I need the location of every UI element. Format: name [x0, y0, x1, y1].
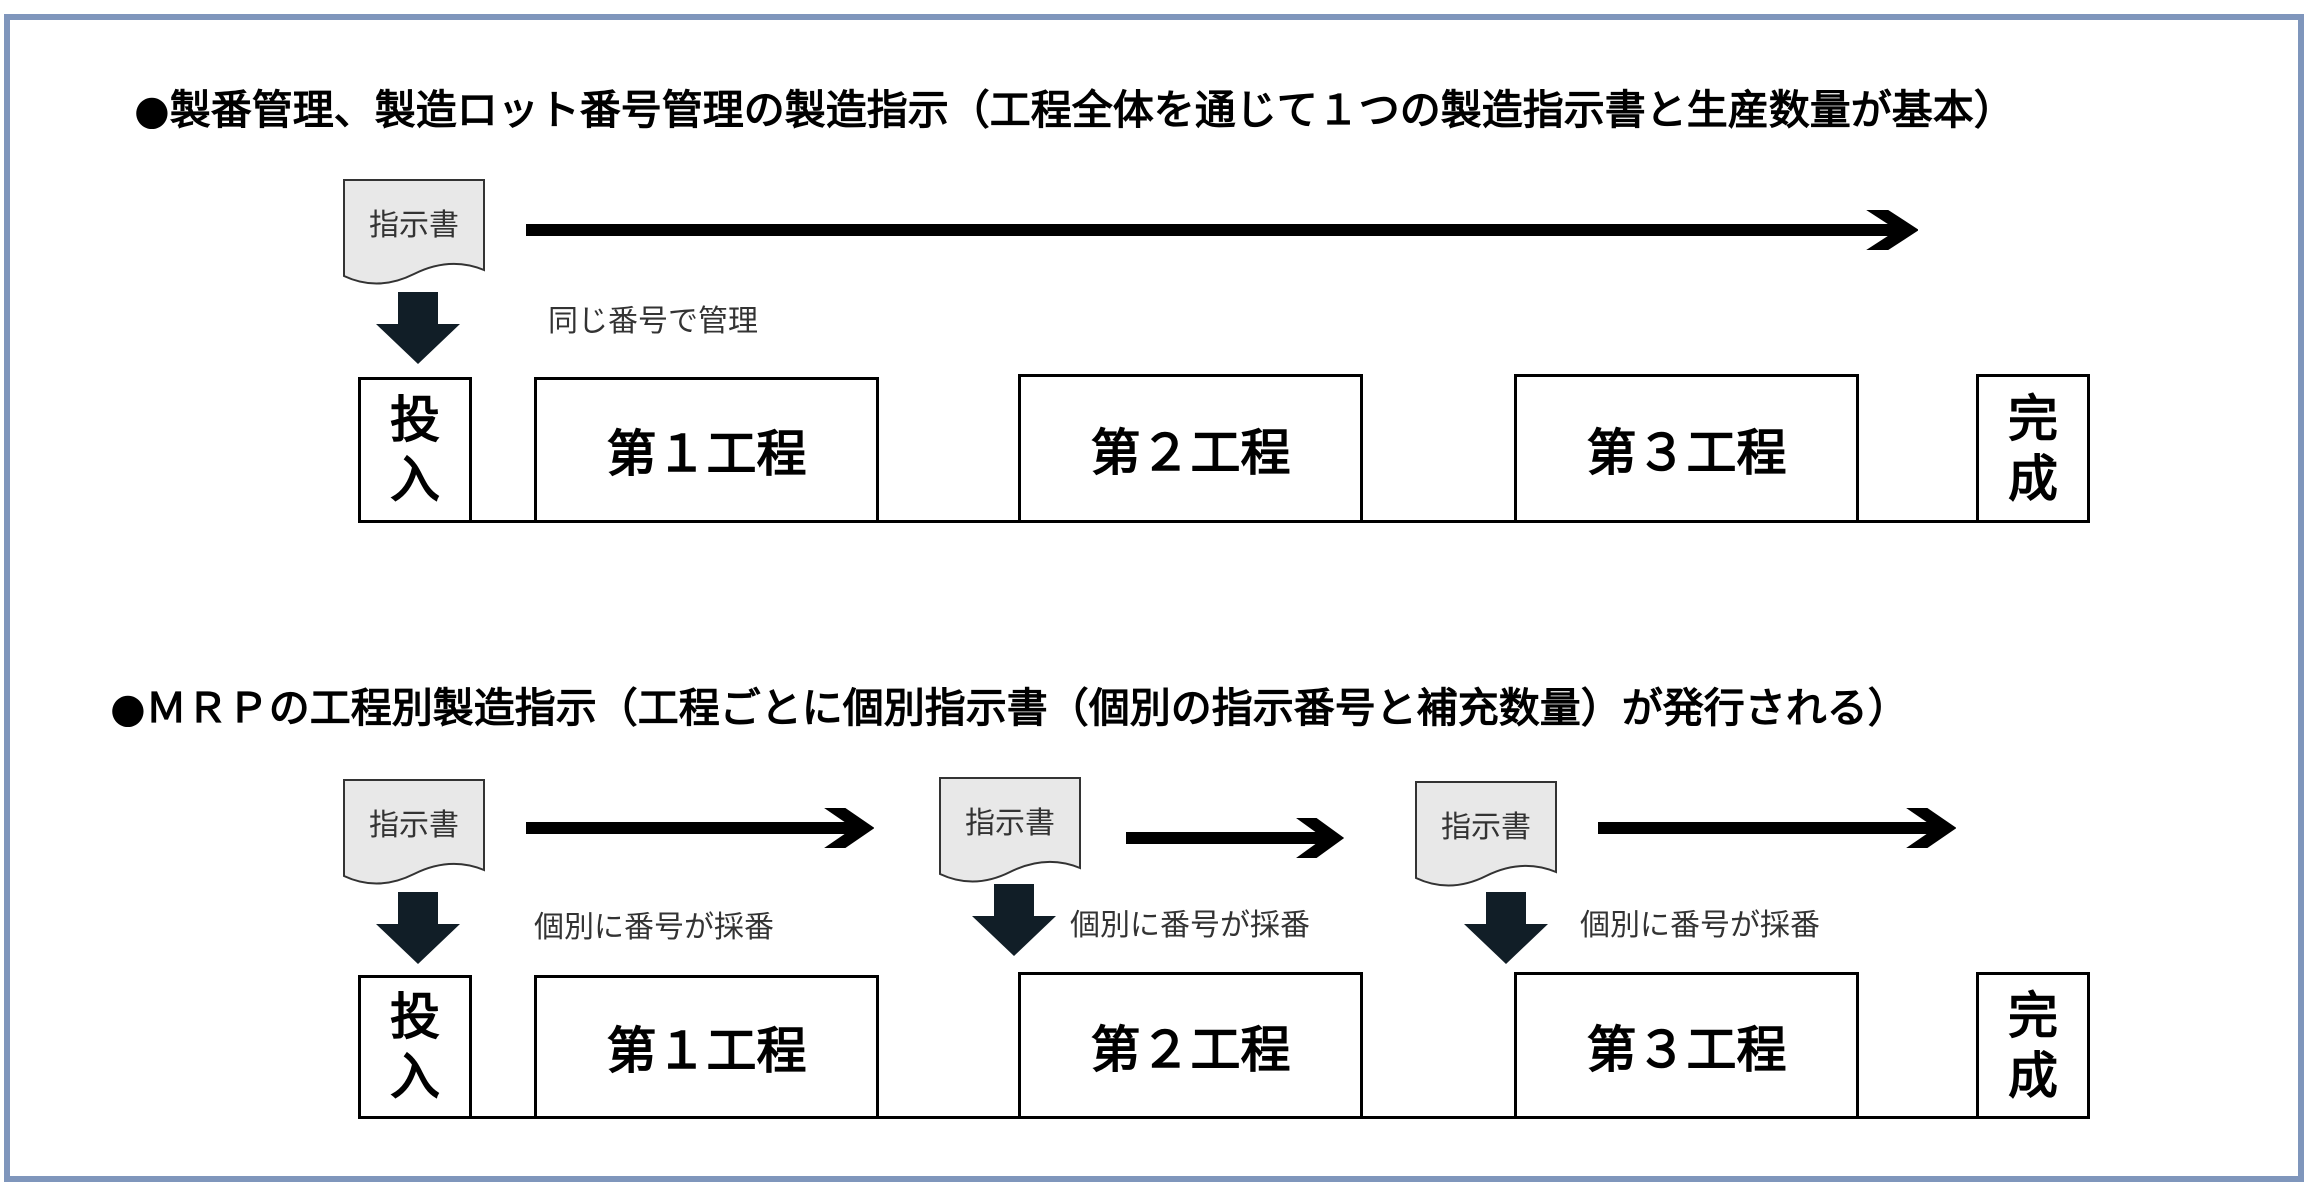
process-step-1: 第１工程: [534, 975, 879, 1119]
start-char-2: 入: [390, 1048, 440, 1106]
process-step-2: 第２工程: [1018, 374, 1363, 523]
instruction-document-icon: 指示書: [342, 178, 486, 288]
down-arrow-icon: [376, 892, 460, 964]
end-char-1: 完: [2008, 389, 2058, 448]
start-char-1: 投: [390, 988, 440, 1046]
section-1-heading: ●製番管理、製造ロット番号管理の製造指示（工程全体を通じて１つの製造指示書と生産…: [134, 86, 2015, 134]
section-2-note-2: 個別に番号が採番: [1070, 908, 1310, 943]
section-2-note-3: 個別に番号が採番: [1580, 908, 1820, 943]
process-step-3: 第３工程: [1514, 374, 1859, 523]
document-label: 指示書: [965, 806, 1055, 841]
start-box: 投入: [358, 975, 472, 1119]
section-2-note-1: 個別に番号が採番: [534, 910, 774, 945]
end-char-1: 完: [2008, 986, 2058, 1045]
down-arrow-icon: [972, 884, 1056, 956]
end-box: 完成: [1976, 374, 2090, 523]
start-box: 投入: [358, 377, 472, 523]
document-label: 指示書: [1441, 810, 1531, 845]
flow-arrow-icon: [1598, 808, 1956, 848]
section-2-heading: ●ＭＲＰの工程別製造指示（工程ごとに個別指示書（個別の指示番号と補充数量）が発行…: [110, 684, 1909, 732]
document-label: 指示書: [369, 808, 459, 843]
down-arrow-icon: [1464, 892, 1548, 964]
start-char-2: 入: [390, 451, 440, 509]
instruction-document-icon: 指示書: [1414, 780, 1558, 890]
process-step-1: 第１工程: [534, 377, 879, 523]
start-char-1: 投: [390, 391, 440, 449]
end-box: 完成: [1976, 972, 2090, 1119]
flow-arrow-icon: [526, 808, 874, 848]
flow-arrow-icon: [1126, 818, 1344, 858]
instruction-document-icon: 指示書: [938, 776, 1082, 886]
end-char-2: 成: [2008, 1046, 2058, 1105]
down-arrow-icon: [376, 292, 460, 364]
process-step-2: 第２工程: [1018, 972, 1363, 1119]
document-label: 指示書: [369, 208, 459, 243]
process-step-3: 第３工程: [1514, 972, 1859, 1119]
instruction-document-icon: 指示書: [342, 778, 486, 888]
flow-arrow-icon: [526, 210, 1918, 250]
section-1-note: 同じ番号で管理: [548, 304, 758, 339]
end-char-2: 成: [2008, 449, 2058, 508]
